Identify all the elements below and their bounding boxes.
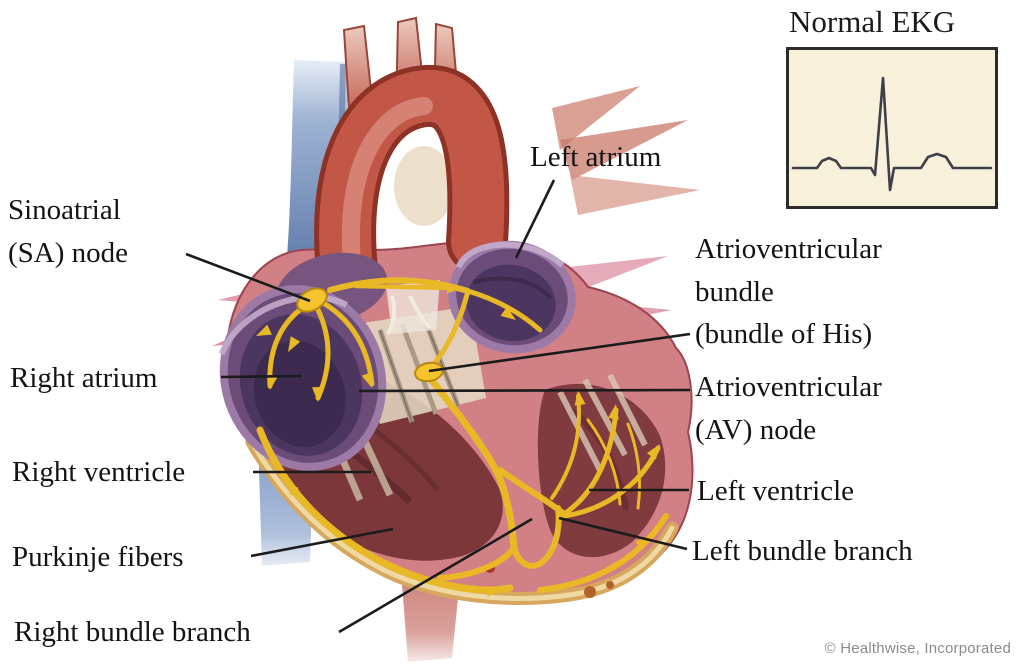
leader-left-bundle-branch xyxy=(558,516,688,551)
label-right-bundle-branch: Right bundle branch xyxy=(14,616,251,648)
leader-sa-node xyxy=(185,252,311,303)
label-left-atrium: Left atrium xyxy=(530,141,662,173)
label-left-ventricle: Left ventricle xyxy=(697,475,854,507)
leader-purkinje-fibers xyxy=(250,527,394,558)
valve-cusps xyxy=(386,280,440,335)
pulmonary-vessels-top-right xyxy=(552,86,700,215)
label-av-node: Atrioventricular (AV) node xyxy=(695,371,882,446)
sa-node-marker xyxy=(296,287,328,313)
label-sa-node: Sinoatrial (SA) node xyxy=(8,194,129,269)
conduction-system xyxy=(253,277,669,597)
aorta xyxy=(314,16,510,301)
ekg-waveform xyxy=(791,76,993,192)
ekg-inset-title: Normal EKG xyxy=(789,4,956,39)
copyright-credit: © Healthwise, Incorporated xyxy=(824,640,1011,657)
coronary-vessel-dot xyxy=(584,586,596,598)
label-av-bundle: Atrioventricular bundle (bundle of His) xyxy=(695,233,882,351)
leader-left-atrium xyxy=(514,179,556,259)
label-left-bundle-branch: Left bundle branch xyxy=(692,535,913,567)
leader-av-node xyxy=(358,388,691,393)
leader-av-bundle xyxy=(428,332,691,373)
leader-right-bundle-branch xyxy=(338,517,533,634)
label-right-atrium: Right atrium xyxy=(10,362,158,394)
leader-lines xyxy=(185,179,691,634)
aortic-arch-window xyxy=(394,146,454,226)
ekg-inset-box xyxy=(786,47,998,209)
leader-right-atrium xyxy=(220,374,302,379)
ekg-trace-plot xyxy=(791,76,993,192)
label-right-ventricle: Right ventricle xyxy=(12,456,186,488)
coronary-vessel-dot xyxy=(606,581,614,589)
label-purkinje-fibers: Purkinje fibers xyxy=(12,541,184,573)
